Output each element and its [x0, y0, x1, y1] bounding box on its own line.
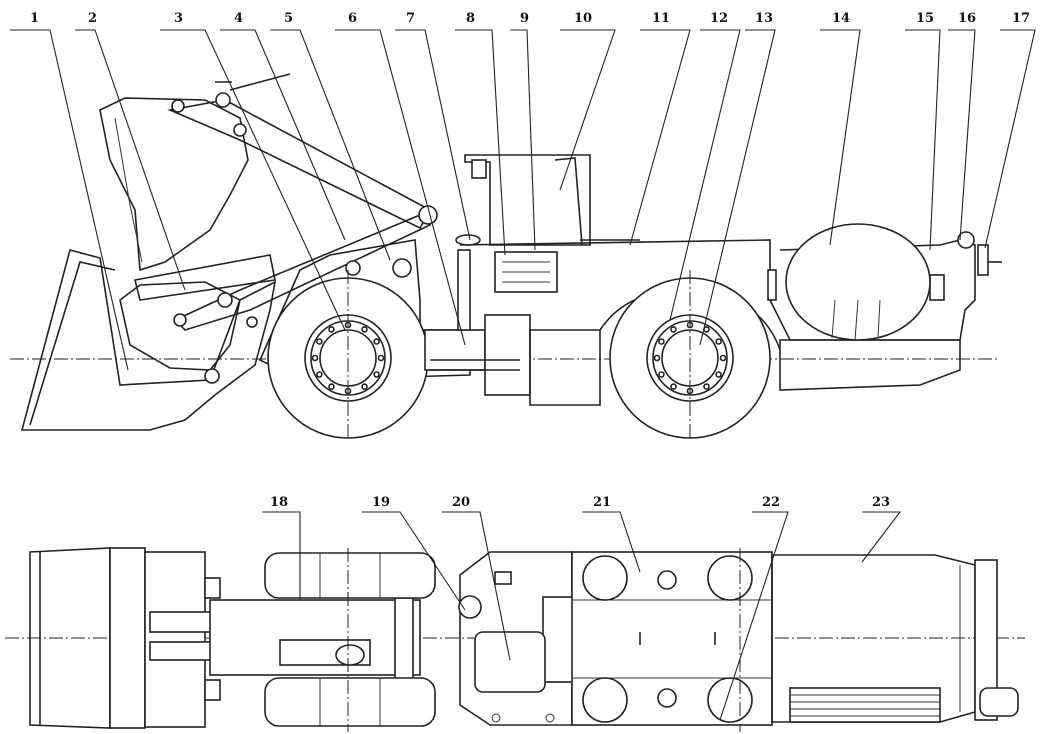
- callout-1: 1: [30, 11, 39, 26]
- callout-2: 2: [88, 11, 97, 26]
- top-view: 18 19 20 21 22 23: [5, 495, 1025, 732]
- wheel-bolt: [373, 371, 380, 378]
- front-wheels-top: [264, 552, 436, 727]
- callout-23: 23: [872, 495, 890, 510]
- wheel-bolt: [715, 338, 722, 345]
- callout-18: 18: [270, 495, 288, 510]
- side-callouts: 1 2 3 4 5 6 7 8 9 10 11 12 13 14 15 16 1…: [30, 11, 1030, 26]
- callout-15: 15: [916, 11, 934, 26]
- wheel-bolt: [653, 354, 661, 362]
- side-leaders: [10, 29, 1036, 371]
- boom-top: [149, 597, 421, 683]
- callout-6: 6: [348, 11, 357, 26]
- wheel-bolt: [703, 326, 710, 333]
- engine-top: [771, 554, 1019, 723]
- callout-12: 12: [710, 11, 728, 26]
- callout-21: 21: [593, 495, 611, 510]
- callout-7: 7: [406, 11, 415, 26]
- callout-9: 9: [520, 11, 529, 26]
- callout-14: 14: [832, 11, 850, 26]
- wheel-bolt: [311, 354, 319, 362]
- side-view: 1 2 3 4 5 6 7 8 9 10 11 12 13 14 15 16 1…: [10, 11, 1036, 440]
- wheel-bolt: [715, 371, 722, 378]
- callout-10: 10: [574, 11, 592, 26]
- callout-8: 8: [466, 11, 475, 26]
- callout-13: 13: [755, 11, 773, 26]
- callout-4: 4: [234, 11, 243, 26]
- operator-cab: [455, 154, 591, 246]
- boom-arm: [134, 73, 438, 384]
- top-leaders: [262, 511, 902, 721]
- callout-22: 22: [762, 495, 780, 510]
- wheel-bolt: [703, 383, 710, 390]
- callout-16: 16: [958, 11, 976, 26]
- rear-body-top: [571, 551, 773, 726]
- callout-3: 3: [174, 11, 183, 26]
- wheel-bolt: [361, 383, 368, 390]
- callout-20: 20: [452, 495, 470, 510]
- wheel-bolt: [373, 338, 380, 345]
- wheel-bolt: [328, 326, 335, 333]
- wheel-bolt: [670, 383, 677, 390]
- callout-19: 19: [372, 495, 390, 510]
- wheel-bolt: [328, 383, 335, 390]
- bucket-top: [29, 547, 221, 729]
- cable-reel: [785, 223, 931, 341]
- callout-11: 11: [652, 11, 670, 26]
- wheel-bolt: [377, 354, 385, 362]
- wheel-bolt: [316, 338, 323, 345]
- rear-body: [459, 239, 976, 406]
- wheel-bolt: [658, 338, 665, 345]
- wheel-bolt: [658, 371, 665, 378]
- cab-top: [458, 551, 574, 726]
- top-callouts: 18 19 20 21 22 23: [270, 495, 890, 510]
- wheel-bolt: [670, 326, 677, 333]
- wheel-bolt: [719, 354, 727, 362]
- articulation-joint: [424, 249, 531, 396]
- callout-5: 5: [284, 11, 293, 26]
- bucket: [20, 97, 277, 431]
- wheel-bolt: [361, 326, 368, 333]
- callout-17: 17: [1012, 11, 1030, 26]
- wheel-bolt: [316, 371, 323, 378]
- tow-hook: [957, 231, 1002, 276]
